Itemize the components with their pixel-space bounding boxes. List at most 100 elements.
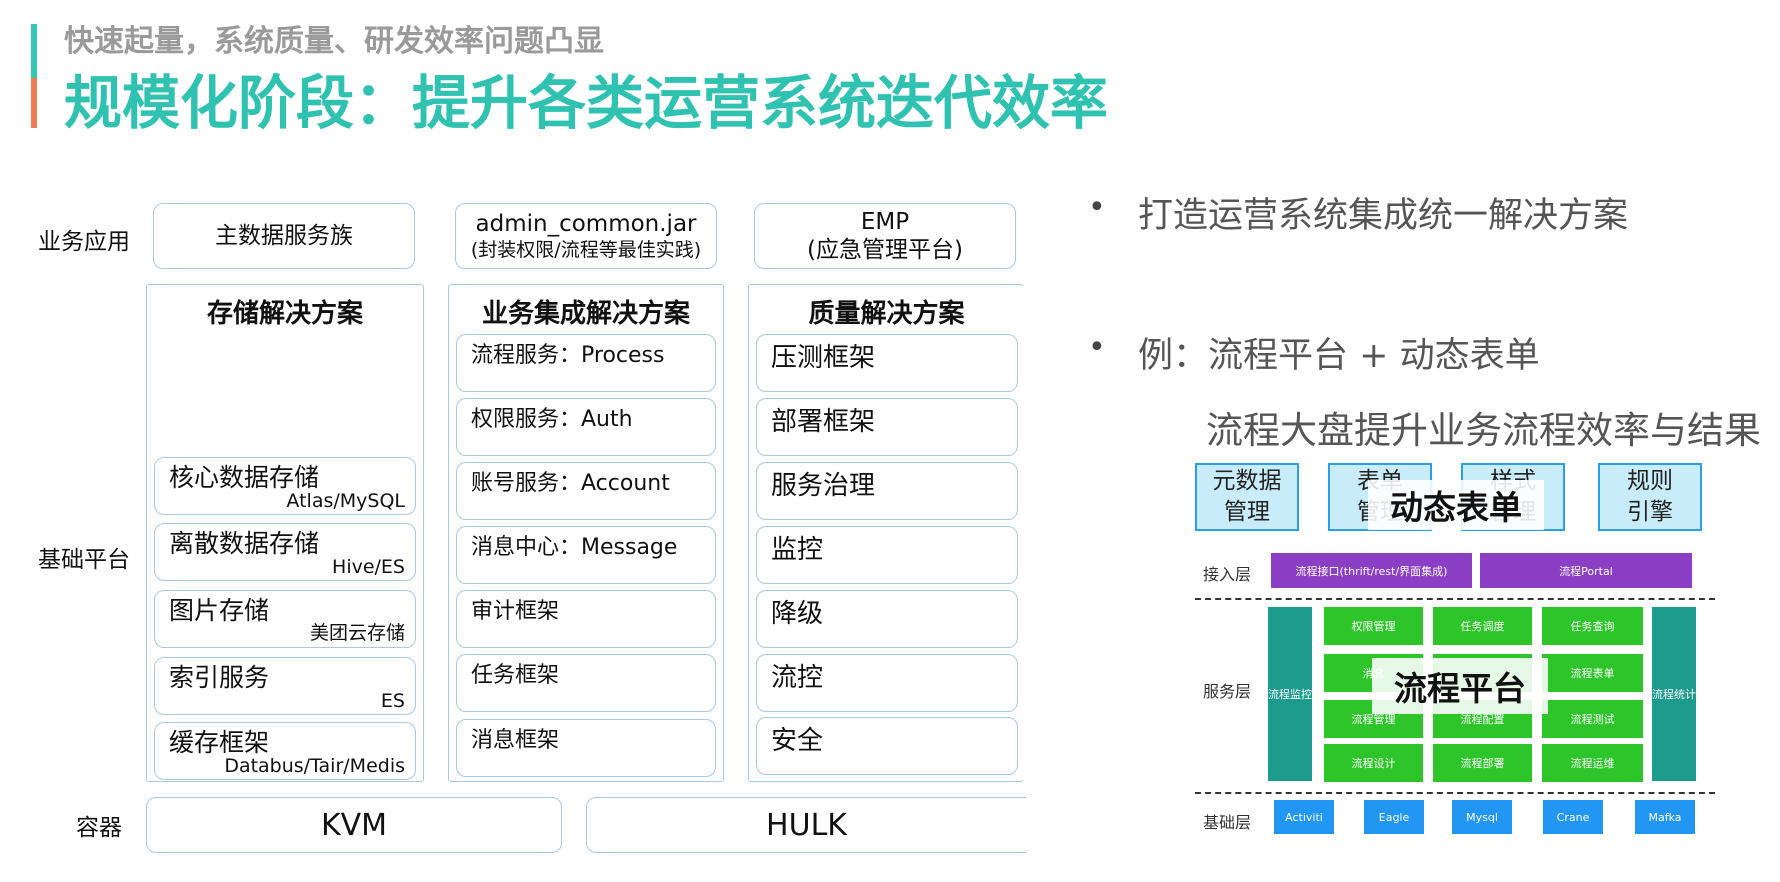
page-subtitle: 快速起量，系统质量、研发效率问题凸显 <box>64 24 604 59</box>
storage-item-name: 离散数据存储 <box>169 529 320 558</box>
module-line: 规则 <box>1627 468 1673 494</box>
app-box-emp: EMP (应急管理平台) <box>754 203 1016 269</box>
storage-title: 存储解决方案 <box>206 299 363 329</box>
quality-item-label: 压测框架 <box>771 343 876 373</box>
module-line: 管理 <box>1224 499 1270 525</box>
integration-item: 消息框架 <box>456 719 716 777</box>
row-label-base-platform: 基础平台 <box>38 547 130 573</box>
storage-item-name: 索引服务 <box>169 663 270 692</box>
base-item: Crane <box>1543 800 1603 834</box>
storage-item-name: 核心数据存储 <box>169 463 320 492</box>
dynamic-form-label: 动态表单 <box>1368 480 1544 530</box>
storage-item-tech: Hive/ES <box>332 556 405 578</box>
service-cell: 任务查询 <box>1542 607 1643 645</box>
service-cell: 权限管理 <box>1324 607 1423 645</box>
quality-item-label: 安全 <box>771 726 824 756</box>
integration-title: 业务集成解决方案 <box>481 299 690 329</box>
integration-item: 账号服务：Account <box>456 462 716 520</box>
service-cell: 流程设计 <box>1324 744 1423 782</box>
app-box-sublabel: (应急管理平台) <box>807 237 963 263</box>
quality-item: 压测框架 <box>756 334 1018 392</box>
row-label-container: 容器 <box>76 815 122 841</box>
service-cell: 流程部署 <box>1433 744 1532 782</box>
service-cell: 流程测试 <box>1542 700 1643 738</box>
quality-item-label: 部署框架 <box>771 407 876 437</box>
storage-item-tech: ES <box>380 690 405 712</box>
layer-divider <box>1195 792 1715 794</box>
app-box-label: 主数据服务族 <box>215 223 353 249</box>
module-line: 引擎 <box>1627 499 1673 525</box>
base-item: Mysql <box>1452 800 1512 834</box>
storage-item-name: 图片存储 <box>169 596 270 625</box>
quality-item: 部署框架 <box>756 398 1018 456</box>
layer-divider <box>1195 598 1715 600</box>
flow-platform-label: 流程平台 <box>1372 658 1548 714</box>
integration-item: 任务框架 <box>456 654 716 712</box>
quality-item: 流控 <box>756 654 1018 712</box>
integration-item-label: 任务框架 <box>471 663 560 688</box>
integration-item: 流程服务：Process <box>456 334 716 392</box>
integration-item-label: 审计框架 <box>471 599 560 624</box>
integration-item: 权限服务：Auth <box>456 398 716 456</box>
app-box-label: EMP <box>860 209 910 235</box>
integration-column: 业务集成解决方案 <box>448 284 724 782</box>
bullet-text: 打造运营系统集成统一解决方案 <box>1138 196 1629 236</box>
base-item: Mafka <box>1635 800 1695 834</box>
integration-item-label: 账号服务：Account <box>471 471 670 496</box>
storage-column: 存储解决方案 <box>146 284 424 782</box>
container-box-hulk: HULK <box>586 797 1026 853</box>
integration-item: 消息中心：Message <box>456 526 716 584</box>
app-box-admin-common: admin_common.jar (封装权限/流程等最佳实践) <box>455 203 717 269</box>
base-item: Activiti <box>1274 800 1334 834</box>
quality-item-label: 监控 <box>771 535 824 565</box>
container-label: HULK <box>766 807 847 843</box>
accent-bar-top <box>31 24 37 78</box>
storage-item-tech: Atlas/MySQL <box>286 490 405 512</box>
access-portal-block: 流程Portal <box>1480 553 1692 588</box>
integration-item-label: 消息框架 <box>471 728 560 753</box>
quality-title: 质量解决方案 <box>808 299 965 329</box>
service-cell: 流程运维 <box>1542 744 1643 782</box>
storage-item: 核心数据存储 Atlas/MySQL <box>154 457 416 515</box>
quality-column: 质量解决方案 <box>748 284 1024 782</box>
integration-item-label: 权限服务：Auth <box>471 407 633 432</box>
base-item: Eagle <box>1364 800 1424 834</box>
storage-item-tech: Databus/Tair/Medis <box>224 755 405 777</box>
integration-item-label: 消息中心：Message <box>471 535 678 560</box>
storage-item-tech: 美团云存储 <box>309 622 405 644</box>
flow-monitor-block: 流程监控 <box>1268 607 1312 781</box>
app-box-sublabel: (封装权限/流程等最佳实践) <box>470 239 702 261</box>
storage-item: 离散数据存储 Hive/ES <box>154 523 416 581</box>
flow-statistics-block: 流程统计 <box>1652 607 1696 781</box>
quality-item-label: 服务治理 <box>771 471 876 501</box>
layer-label-access: 接入层 <box>1203 565 1252 584</box>
module-box: 规则引擎 <box>1598 463 1702 531</box>
bullet-dot: • <box>1088 330 1106 365</box>
module-line: 元数据 <box>1212 468 1282 494</box>
storage-item-name: 缓存框架 <box>169 728 270 757</box>
quality-item-label: 降级 <box>771 599 824 629</box>
storage-item: 缓存框架 Databus/Tair/Medis <box>154 722 416 780</box>
layer-label-base: 基础层 <box>1203 813 1252 832</box>
page-title: 规模化阶段：提升各类运营系统迭代效率 <box>64 69 1109 137</box>
access-interface-block: 流程接口(thrift/rest/界面集成) <box>1271 553 1472 588</box>
quality-item: 安全 <box>756 717 1018 775</box>
app-box-master-data: 主数据服务族 <box>153 203 415 269</box>
row-label-business-app: 业务应用 <box>38 229 130 255</box>
quality-item: 监控 <box>756 526 1018 584</box>
layer-label-service: 服务层 <box>1203 682 1252 701</box>
container-box-kvm: KVM <box>146 797 562 853</box>
quality-item-label: 流控 <box>771 663 824 693</box>
integration-item: 审计框架 <box>456 590 716 648</box>
storage-item: 索引服务 ES <box>154 657 416 715</box>
accent-bar-bottom <box>31 78 37 128</box>
service-cell: 流程表单 <box>1542 654 1643 692</box>
bullet-text: 例：流程平台 + 动态表单 <box>1138 336 1540 376</box>
integration-item-label: 流程服务：Process <box>471 343 665 368</box>
quality-item: 降级 <box>756 590 1018 648</box>
app-box-label: admin_common.jar <box>475 211 697 237</box>
module-box: 元数据管理 <box>1195 463 1299 531</box>
container-label: KVM <box>320 807 388 843</box>
quality-item: 服务治理 <box>756 462 1018 520</box>
storage-item: 图片存储 美团云存储 <box>154 590 416 648</box>
